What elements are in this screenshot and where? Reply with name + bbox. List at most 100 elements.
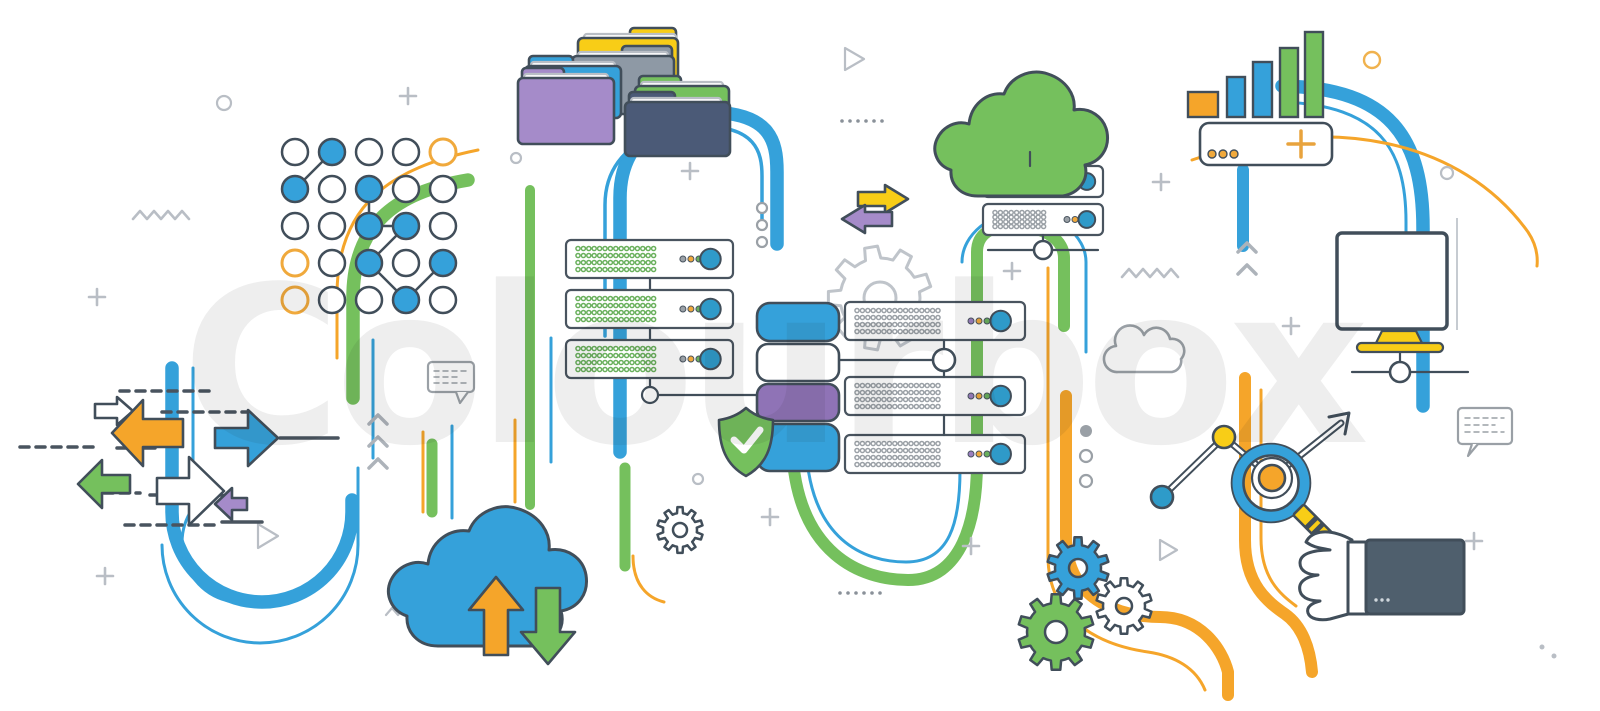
server-led-dot <box>1024 223 1031 230</box>
shield-check-icon <box>717 406 775 478</box>
server-led-dot <box>881 328 887 335</box>
server-led-dot <box>629 259 635 266</box>
server-led-dot <box>640 295 646 302</box>
server-led-dot <box>919 307 925 314</box>
server-led-dot <box>618 302 625 309</box>
server-led-dot <box>1019 223 1025 230</box>
server-led-dot <box>623 352 630 359</box>
server-led-dot <box>859 389 866 396</box>
server-power-button <box>699 247 722 271</box>
server-led-dot <box>913 314 920 321</box>
matrix-dot <box>428 137 458 167</box>
node-circle <box>931 347 957 373</box>
matrix-dot <box>354 248 384 278</box>
server-led-dot <box>1003 223 1009 230</box>
server-led-dot <box>892 440 898 447</box>
server-led-dot <box>854 321 860 328</box>
server-led-dot <box>908 314 914 321</box>
server-led-dot <box>865 447 871 454</box>
server-led-dot <box>575 316 581 323</box>
server-led-dot <box>596 295 603 302</box>
server-led-dot <box>596 302 603 309</box>
server-led-dot <box>919 389 925 396</box>
server-led-dot <box>613 359 619 366</box>
bar <box>1303 30 1325 119</box>
server-led-dot <box>586 366 592 373</box>
server-led-dot <box>591 366 598 373</box>
server-led-dot <box>613 302 619 309</box>
server-led-dot <box>854 396 860 403</box>
server-led-dot <box>881 461 887 468</box>
server-led-dot <box>919 454 925 461</box>
server-led-dot <box>908 447 914 454</box>
server-stack-left-unit <box>564 338 735 380</box>
server-led-dot <box>618 259 625 266</box>
server-led-dot <box>897 389 904 396</box>
server-led-dot <box>886 403 893 410</box>
server-led-dot <box>854 328 860 335</box>
server-stack-center-unit <box>843 433 1027 475</box>
server-led-dot <box>886 389 893 396</box>
server-led-dot <box>908 403 914 410</box>
server-led-dot <box>634 359 641 366</box>
server-led-dot <box>886 396 893 403</box>
server-led-dot <box>602 252 608 259</box>
server-led-dot <box>1008 223 1015 230</box>
server-led-dot <box>935 382 941 389</box>
server-led-dot <box>640 252 646 259</box>
decorations <box>87 46 1557 659</box>
server-stack-center-unit <box>843 300 1027 342</box>
server-led-dot <box>913 447 920 454</box>
server-led-dot <box>580 352 587 359</box>
server-led-dot <box>596 366 603 373</box>
server-led-dot <box>902 328 909 335</box>
server-led-dot <box>913 454 920 461</box>
server-led-dot <box>902 382 909 389</box>
server-led-dot <box>596 266 603 273</box>
server-led-dot <box>919 461 925 468</box>
node-circle <box>1032 239 1054 261</box>
upload-arrow-icon <box>467 575 525 657</box>
server-led-dot <box>607 345 614 352</box>
server-led-dot <box>623 295 630 302</box>
server-led-dot <box>908 396 914 403</box>
server-led-dot <box>1013 223 1020 230</box>
server-indicator-dot <box>967 317 975 325</box>
server-led-dot <box>634 316 641 323</box>
server-led-dot <box>870 447 877 454</box>
server-led-dot <box>607 366 614 373</box>
flow-orange-thin-1048 <box>1046 266 1207 692</box>
server-led-dot <box>613 259 619 266</box>
matrix-dot <box>280 211 310 241</box>
dots-column <box>755 201 769 249</box>
server-led-dot <box>575 359 581 366</box>
server-led-dot <box>886 307 893 314</box>
server-power-button <box>699 297 722 321</box>
server-led-dot <box>586 252 592 259</box>
server-led-dot <box>623 366 630 373</box>
circle-decoration <box>215 94 233 112</box>
server-led-dot <box>629 359 635 366</box>
server-led-dot <box>575 302 581 309</box>
server-led-dot <box>607 359 614 366</box>
server-led-dot <box>629 316 635 323</box>
server-led-dot <box>886 321 893 328</box>
server-led-dot <box>924 307 931 314</box>
server-led-dot <box>897 396 904 403</box>
server-led-dot <box>902 307 909 314</box>
server-led-dot <box>897 307 904 314</box>
server-indicator-dot <box>975 450 983 458</box>
server-led-dot <box>865 461 871 468</box>
chevron-up-icon <box>367 413 389 470</box>
server-led-dot <box>886 447 893 454</box>
server-led-dot <box>875 321 882 328</box>
server-led-dot <box>613 245 619 252</box>
matrix-dot <box>428 174 458 204</box>
server-led-dot <box>924 389 931 396</box>
server-led-dot <box>640 366 646 373</box>
circle-decoration <box>509 151 523 165</box>
server-led-dot <box>881 382 887 389</box>
folders-group <box>516 26 732 158</box>
server-led-dot <box>870 321 877 328</box>
